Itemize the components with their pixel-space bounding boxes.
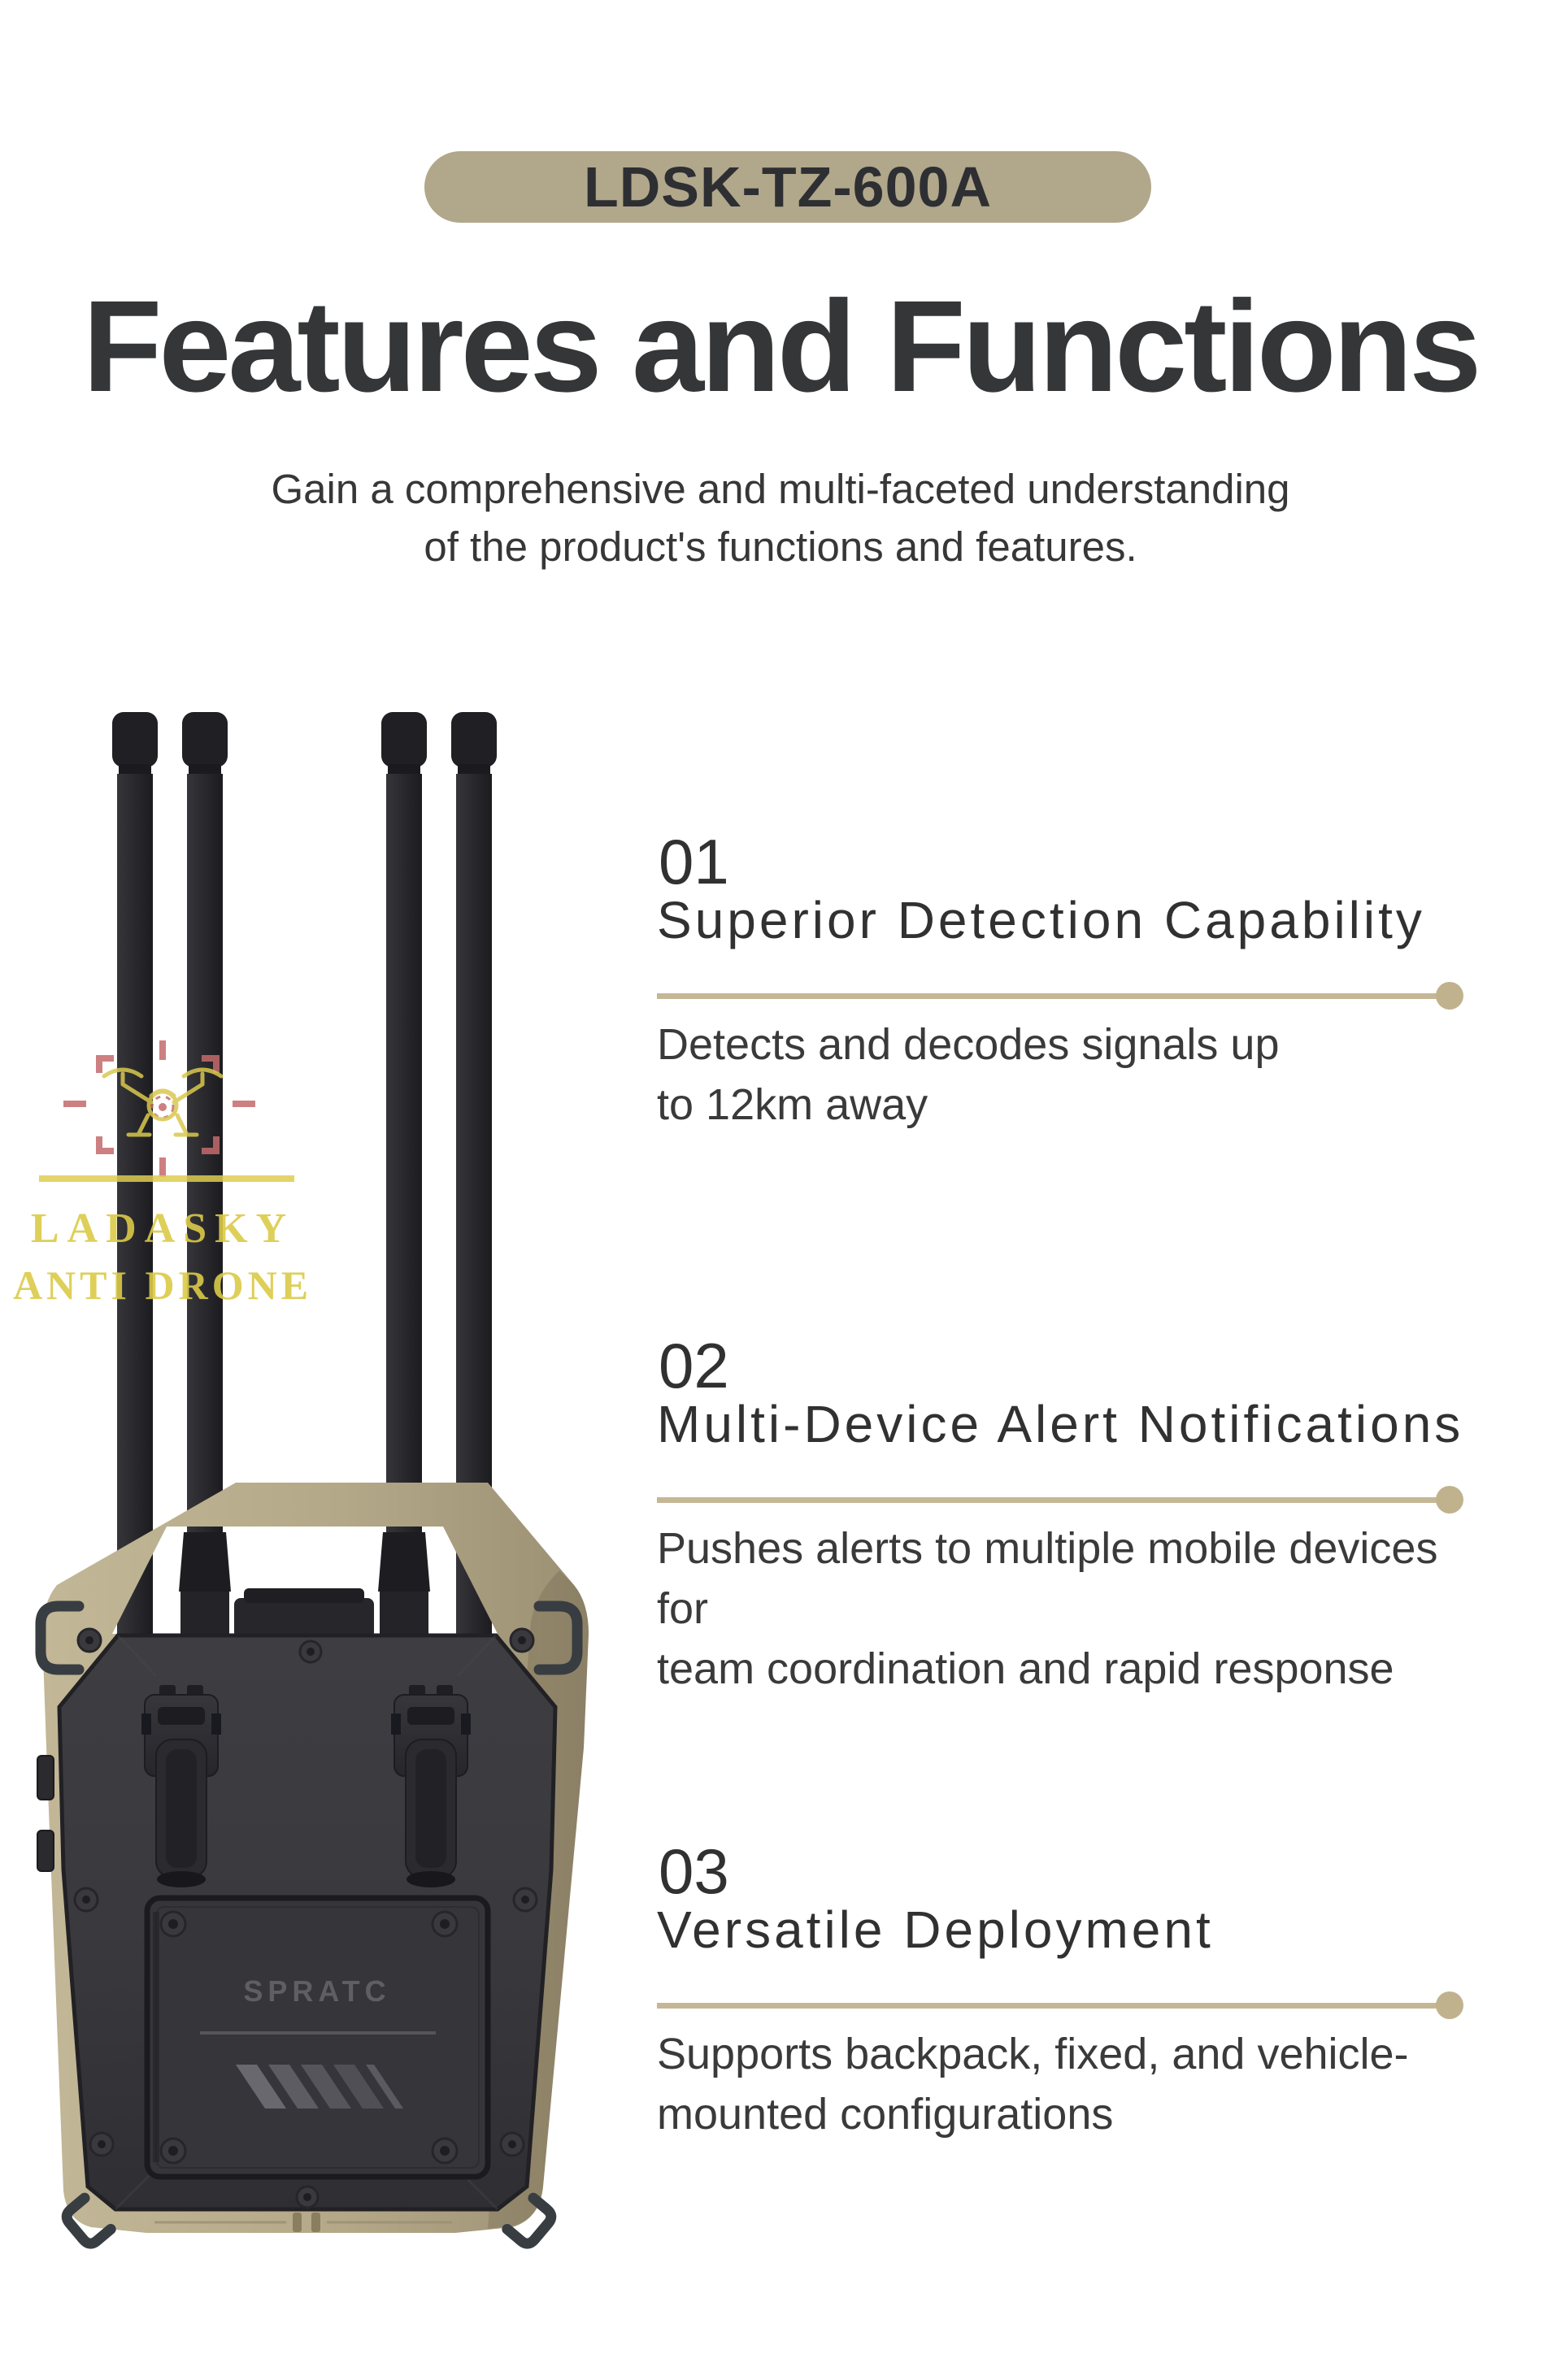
top-connector-lip bbox=[244, 1588, 364, 1603]
drone-icon bbox=[102, 1067, 224, 1137]
crosshair-icon bbox=[63, 1040, 255, 1177]
section-heading: Versatile Deployment bbox=[657, 1900, 1214, 1959]
top-connector bbox=[234, 1598, 374, 1639]
divider-line bbox=[657, 2002, 1443, 2009]
divider-line bbox=[657, 992, 1443, 999]
antenna-2 bbox=[179, 712, 231, 1639]
watermark-line2: ANTI DRONE bbox=[13, 1262, 312, 1308]
feature-section-1: 01 Superior Detection Capability Detects… bbox=[657, 829, 1486, 1170]
section-divider bbox=[657, 1991, 1463, 2019]
section-body: Supports backpack, fixed, and vehicle- m… bbox=[657, 2030, 1409, 2139]
chassis-bottom-detail bbox=[154, 2213, 452, 2232]
section-number: 01 bbox=[659, 826, 729, 897]
section-body: Detects and decodes signals up to 12km a… bbox=[657, 1020, 1280, 1129]
section-divider bbox=[657, 1486, 1463, 1514]
feature-section-3: 03 Versatile Deployment Supports backpac… bbox=[657, 1839, 1486, 2180]
brand-label: SPRATC bbox=[243, 1974, 390, 2008]
panel-divider bbox=[200, 2031, 436, 2035]
section-divider bbox=[657, 982, 1463, 1010]
watermark-rule bbox=[39, 1175, 294, 1182]
antenna-1 bbox=[112, 712, 158, 1644]
section-body: Pushes alerts to multiple mobile devices… bbox=[657, 1524, 1438, 1693]
divider-line bbox=[657, 1496, 1443, 1503]
watermark-line1: LADASKY bbox=[31, 1205, 294, 1252]
page-title: Features and Functions bbox=[82, 273, 1482, 419]
divider-dot bbox=[1436, 1991, 1463, 2019]
page-subtitle: Gain a comprehensive and multi-faceted u… bbox=[271, 466, 1290, 570]
divider-dot bbox=[1436, 1486, 1463, 1514]
carry-hooks bbox=[35, 1600, 583, 2249]
section-number: 03 bbox=[659, 1835, 729, 1907]
section-heading: Multi-Device Alert Notifications bbox=[657, 1395, 1464, 1453]
battery-rail-right bbox=[391, 1685, 471, 1887]
bottom-panel: SPRATC bbox=[144, 1895, 491, 2180]
battery-rail-left bbox=[141, 1685, 221, 1887]
section-heading: Superior Detection Capability bbox=[657, 891, 1425, 949]
side-ports bbox=[37, 1755, 54, 1872]
divider-dot bbox=[1436, 982, 1463, 1010]
product-image: SPRATC bbox=[13, 712, 589, 2249]
model-badge: LDSK-TZ-600A bbox=[424, 151, 1151, 223]
hazard-stripes bbox=[236, 2065, 403, 2109]
feature-section-2: 02 Multi-Device Alert Notifications Push… bbox=[657, 1330, 1486, 1693]
section-number: 02 bbox=[659, 1330, 729, 1401]
watermark: LADASKY ANTI DRONE bbox=[13, 1040, 312, 1308]
antenna-3 bbox=[378, 712, 430, 1639]
screws bbox=[73, 1627, 538, 2209]
